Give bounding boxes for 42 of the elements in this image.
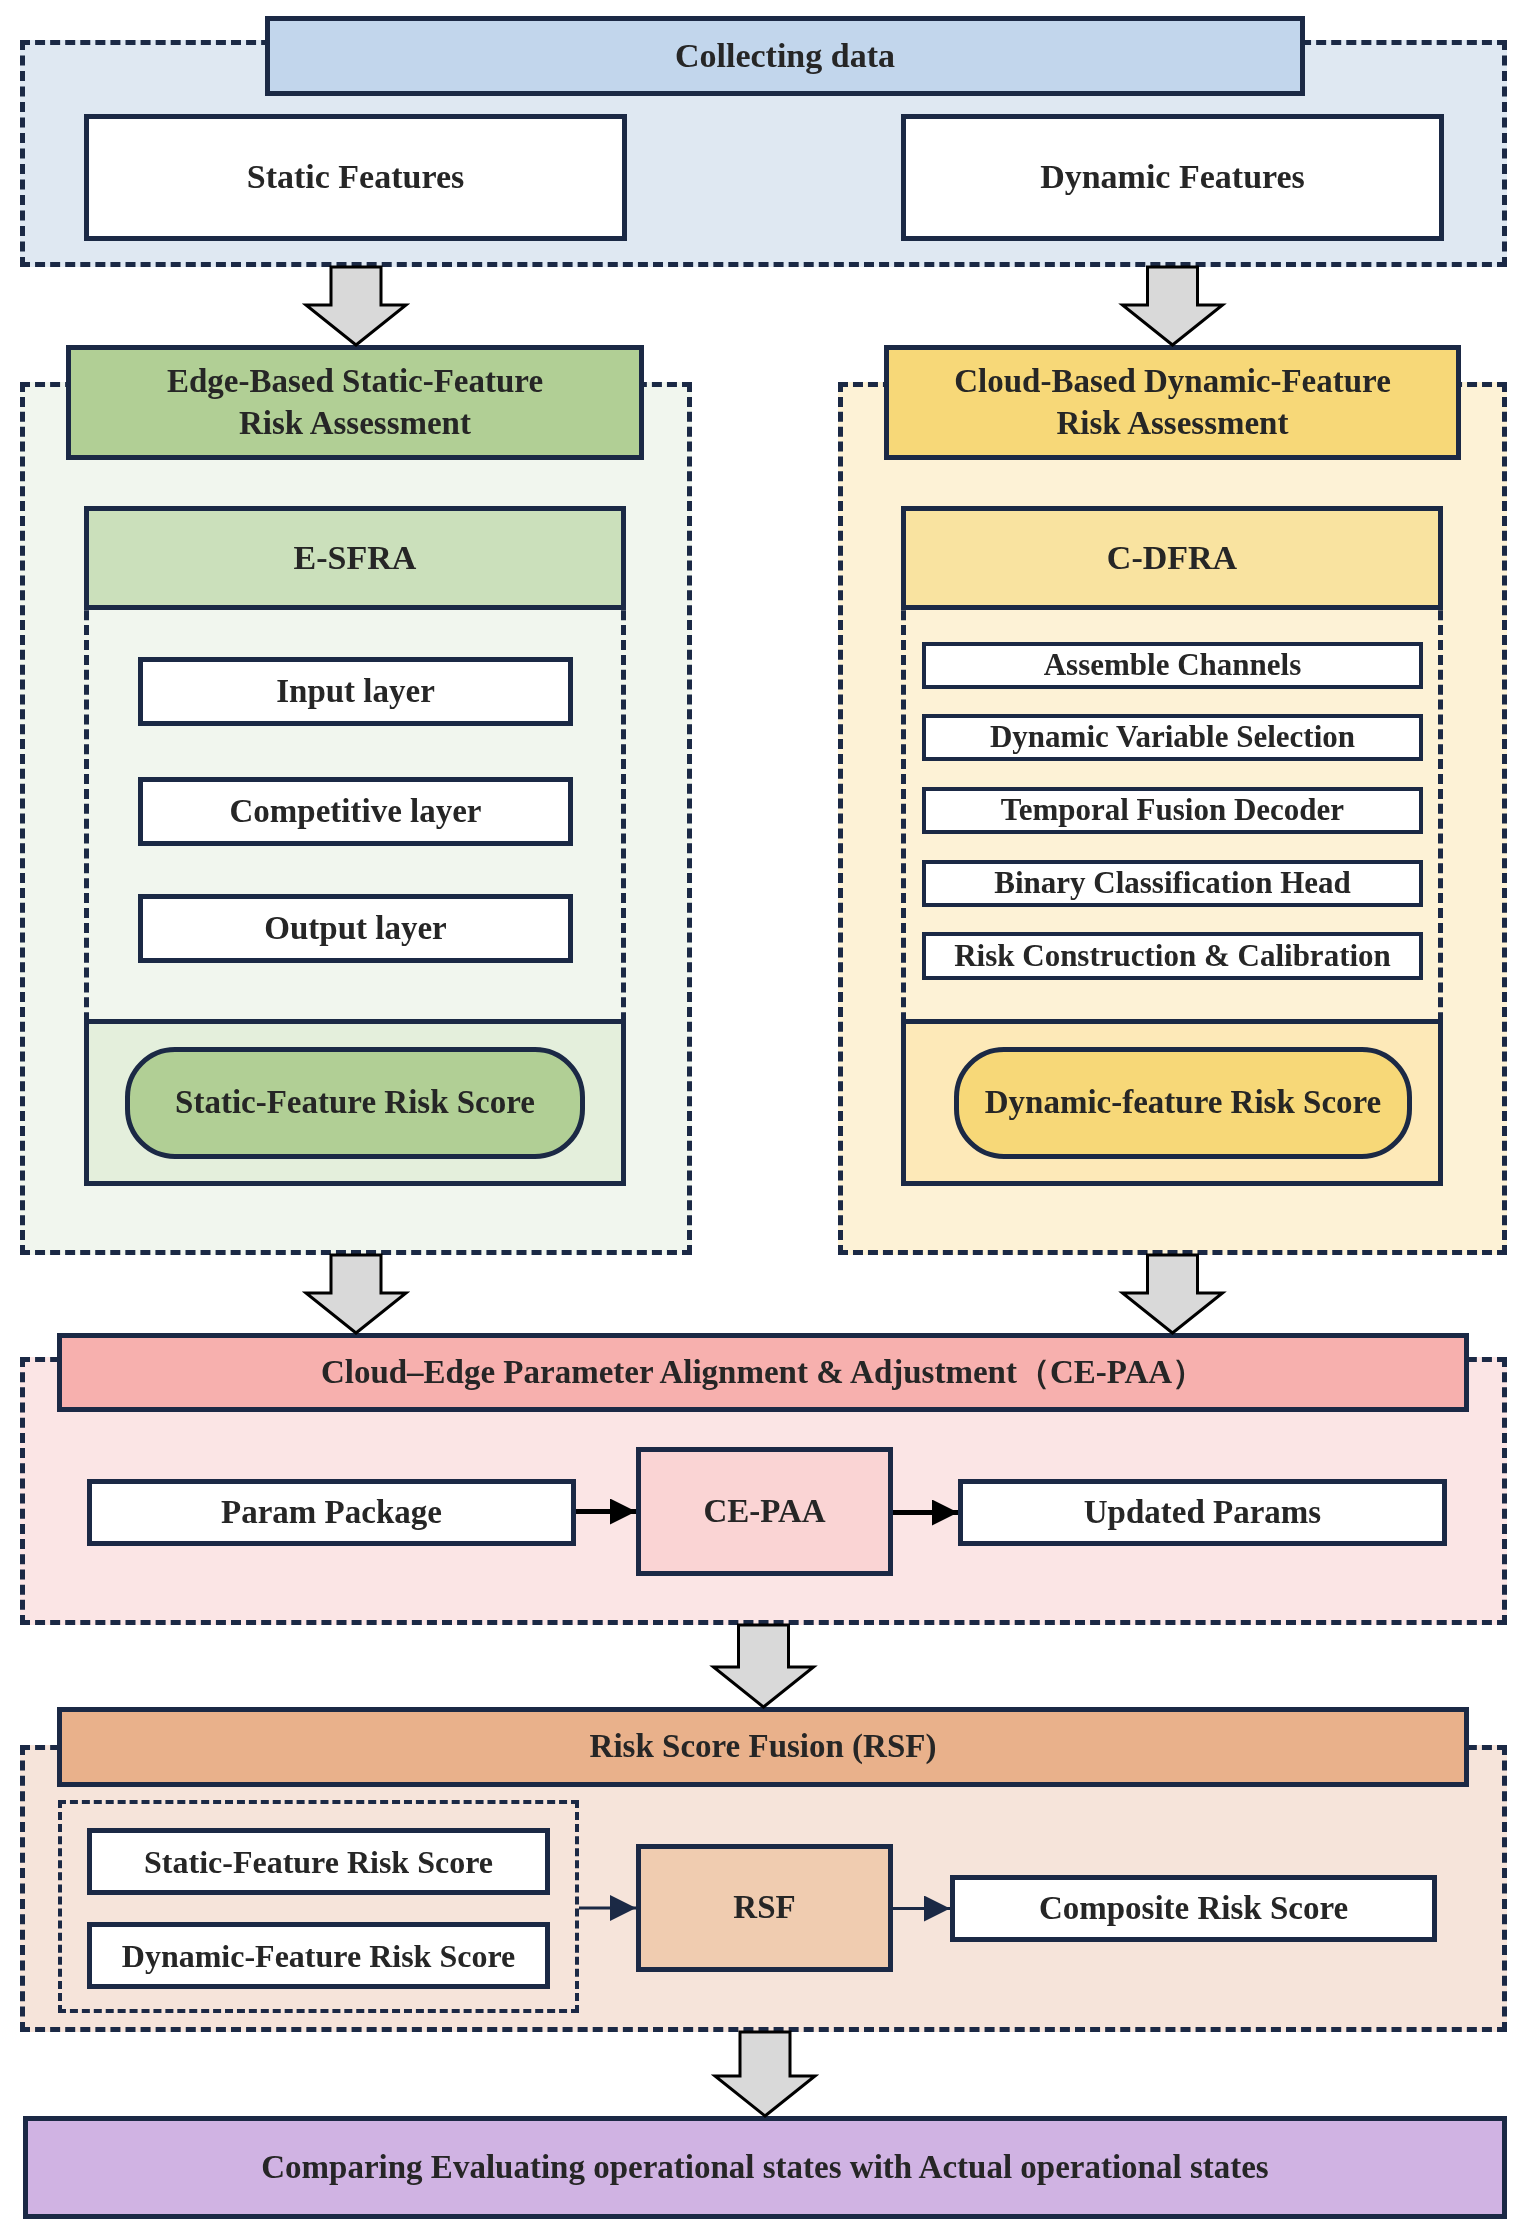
section-header: Collecting data	[265, 16, 1305, 96]
process-box: Assemble Channels	[922, 642, 1423, 689]
process-box: Comparing Evaluating operational states with Actual operational states	[23, 2116, 1507, 2219]
process-box: Updated Params	[958, 1479, 1447, 1546]
process-box: Binary Classification Head	[922, 860, 1423, 907]
process-box: RSF	[636, 1844, 893, 1972]
block-arrow	[1118, 1253, 1227, 1335]
process-box: Risk Construction & Calibration	[922, 932, 1423, 980]
process-box: Input layer	[138, 657, 573, 726]
module-header: E-SFRA	[84, 506, 626, 610]
module-frame	[84, 506, 626, 1186]
process-box: CE-PAA	[636, 1447, 893, 1576]
arrow	[579, 1895, 636, 1921]
dashed-group-box	[58, 1800, 579, 2013]
block-arrow	[710, 2030, 820, 2118]
process-box: Competitive layer	[138, 777, 573, 846]
score-panel	[84, 1019, 626, 1186]
score-pill: Static-Feature Risk Score	[125, 1047, 585, 1159]
module-header: C-DFRA	[901, 506, 1443, 610]
section-header: Cloud-Based Dynamic-Feature Risk Assessment	[884, 345, 1461, 460]
block-arrow	[301, 1253, 411, 1335]
process-box: Param Package	[87, 1479, 576, 1546]
section-header: Cloud–Edge Parameter Alignment & Adjustment（CE-PAA）	[57, 1333, 1469, 1412]
score-pill: Dynamic-feature Risk Score	[954, 1047, 1412, 1159]
process-box: Output layer	[138, 894, 573, 963]
process-box: Static Features	[84, 114, 627, 241]
score-panel	[901, 1019, 1443, 1186]
process-box: Dynamic-Feature Risk Score	[87, 1922, 550, 1989]
arrow	[576, 1498, 636, 1525]
process-box: Composite Risk Score	[950, 1875, 1437, 1942]
arrow	[893, 1499, 958, 1526]
section-header: Risk Score Fusion (RSF)	[57, 1707, 1469, 1787]
section-header: Edge-Based Static-Feature Risk Assessment	[66, 345, 644, 460]
block-arrow	[709, 1623, 818, 1709]
block-arrow	[301, 265, 411, 347]
block-arrow	[1118, 265, 1227, 347]
process-box: Temporal Fusion Decoder	[922, 787, 1423, 834]
module-frame	[901, 506, 1443, 1186]
process-box: Dynamic Features	[901, 114, 1444, 241]
process-box: Dynamic Variable Selection	[922, 714, 1423, 761]
process-box: Static-Feature Risk Score	[87, 1828, 550, 1895]
arrow	[893, 1895, 950, 1922]
